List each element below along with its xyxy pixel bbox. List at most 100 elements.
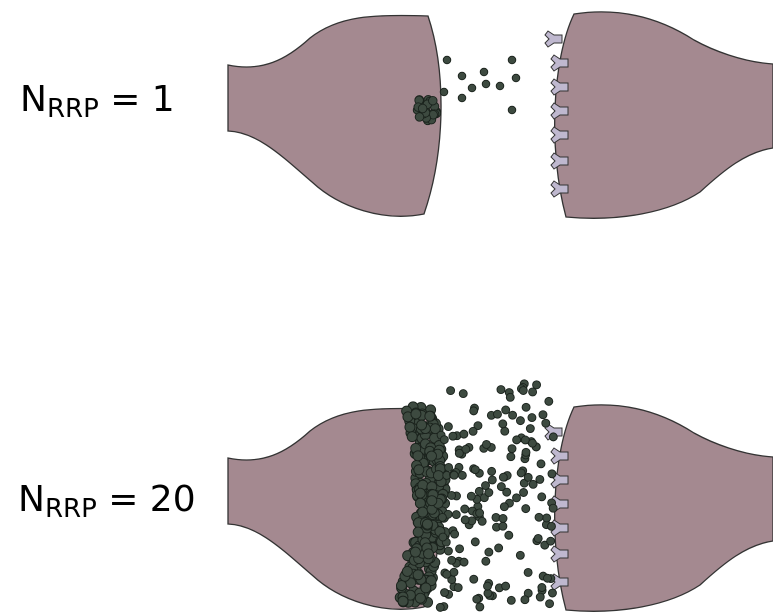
transmitter [461,505,469,513]
transmitter [445,463,453,471]
transmitter [516,551,524,559]
vesicle [415,488,425,498]
transmitter [538,583,546,591]
transmitter [482,440,490,448]
transmitter [499,522,507,530]
transmitter [455,449,463,457]
transmitter [469,427,477,435]
transmitter [443,56,451,64]
transmitter [502,406,510,414]
transmitter [480,68,488,76]
transmitter [436,603,444,611]
transmitter [547,537,555,545]
transmitter [543,574,551,582]
transmitter [478,517,486,525]
transmitter [460,430,468,438]
transmitter [536,593,544,601]
postsynaptic-terminal [555,405,773,611]
transmitter [500,503,508,511]
transmitter [452,511,460,519]
vesicle [426,451,436,461]
transmitter [509,411,517,419]
transmitter [458,471,466,479]
transmitter [448,491,456,499]
transmitter [458,94,466,102]
vesicle [413,451,423,461]
transmitter [499,514,507,522]
transmitter [495,544,503,552]
transmitter [528,414,536,422]
transmitter [542,419,550,427]
transmitter [454,584,462,592]
transmitter [440,88,448,96]
vesicle [415,113,424,122]
transmitter [461,516,469,524]
transmitter [497,386,505,394]
transmitter [538,493,546,501]
transmitter [471,538,479,546]
transmitter [508,56,516,64]
transmitter [537,460,545,468]
transmitter [508,445,516,453]
transmitter [549,433,557,441]
transmitter [524,473,532,481]
vesicle [411,409,421,419]
transmitter [488,467,496,475]
transmitter [440,436,448,444]
transmitter [513,436,521,444]
transmitter [476,603,484,611]
transmitter [496,82,504,90]
vesicle [427,496,437,506]
vesicle [418,507,428,517]
transmitter [513,494,521,502]
transmitter [471,466,479,474]
transmitter [507,596,515,604]
transmitter [467,492,475,500]
transmitter [505,531,513,539]
vesicle [405,422,415,432]
transmitter [534,534,542,542]
transmitter [547,522,555,530]
transmitter [533,381,541,389]
transmitter [499,420,507,428]
transmitter [450,471,458,479]
transmitter [519,387,527,395]
transmitter [536,475,544,483]
transmitter [517,469,525,477]
transmitter [458,72,466,80]
transmitter [482,80,490,88]
transmitter [468,84,476,92]
vesicle [398,596,408,606]
transmitter [444,423,452,431]
transmitter [521,596,529,604]
synapse-panel-bottom [228,380,773,612]
vesicle [424,549,434,559]
transmitter [441,589,449,597]
vesicle [421,583,431,593]
transmitter [508,106,516,114]
transmitter [449,432,457,440]
transmitter [535,513,543,521]
vesicle [425,411,435,421]
vesicle [402,566,412,576]
transmitter [502,582,510,590]
transmitter [444,547,452,555]
vesicle [407,432,417,442]
transmitter [473,595,481,603]
transmitter [475,487,483,495]
transmitter [522,403,530,411]
vesicle [413,527,423,537]
transmitter [516,417,524,425]
transmitter [501,427,509,435]
transmitter [459,390,467,398]
presynaptic-terminal [228,15,441,216]
transmitter [438,513,446,521]
transmitter [439,533,447,541]
transmitter [456,545,464,553]
transmitter [485,548,493,556]
transmitter [448,556,456,564]
transmitter [522,448,530,456]
transmitter [543,514,551,522]
transmitter [460,558,468,566]
